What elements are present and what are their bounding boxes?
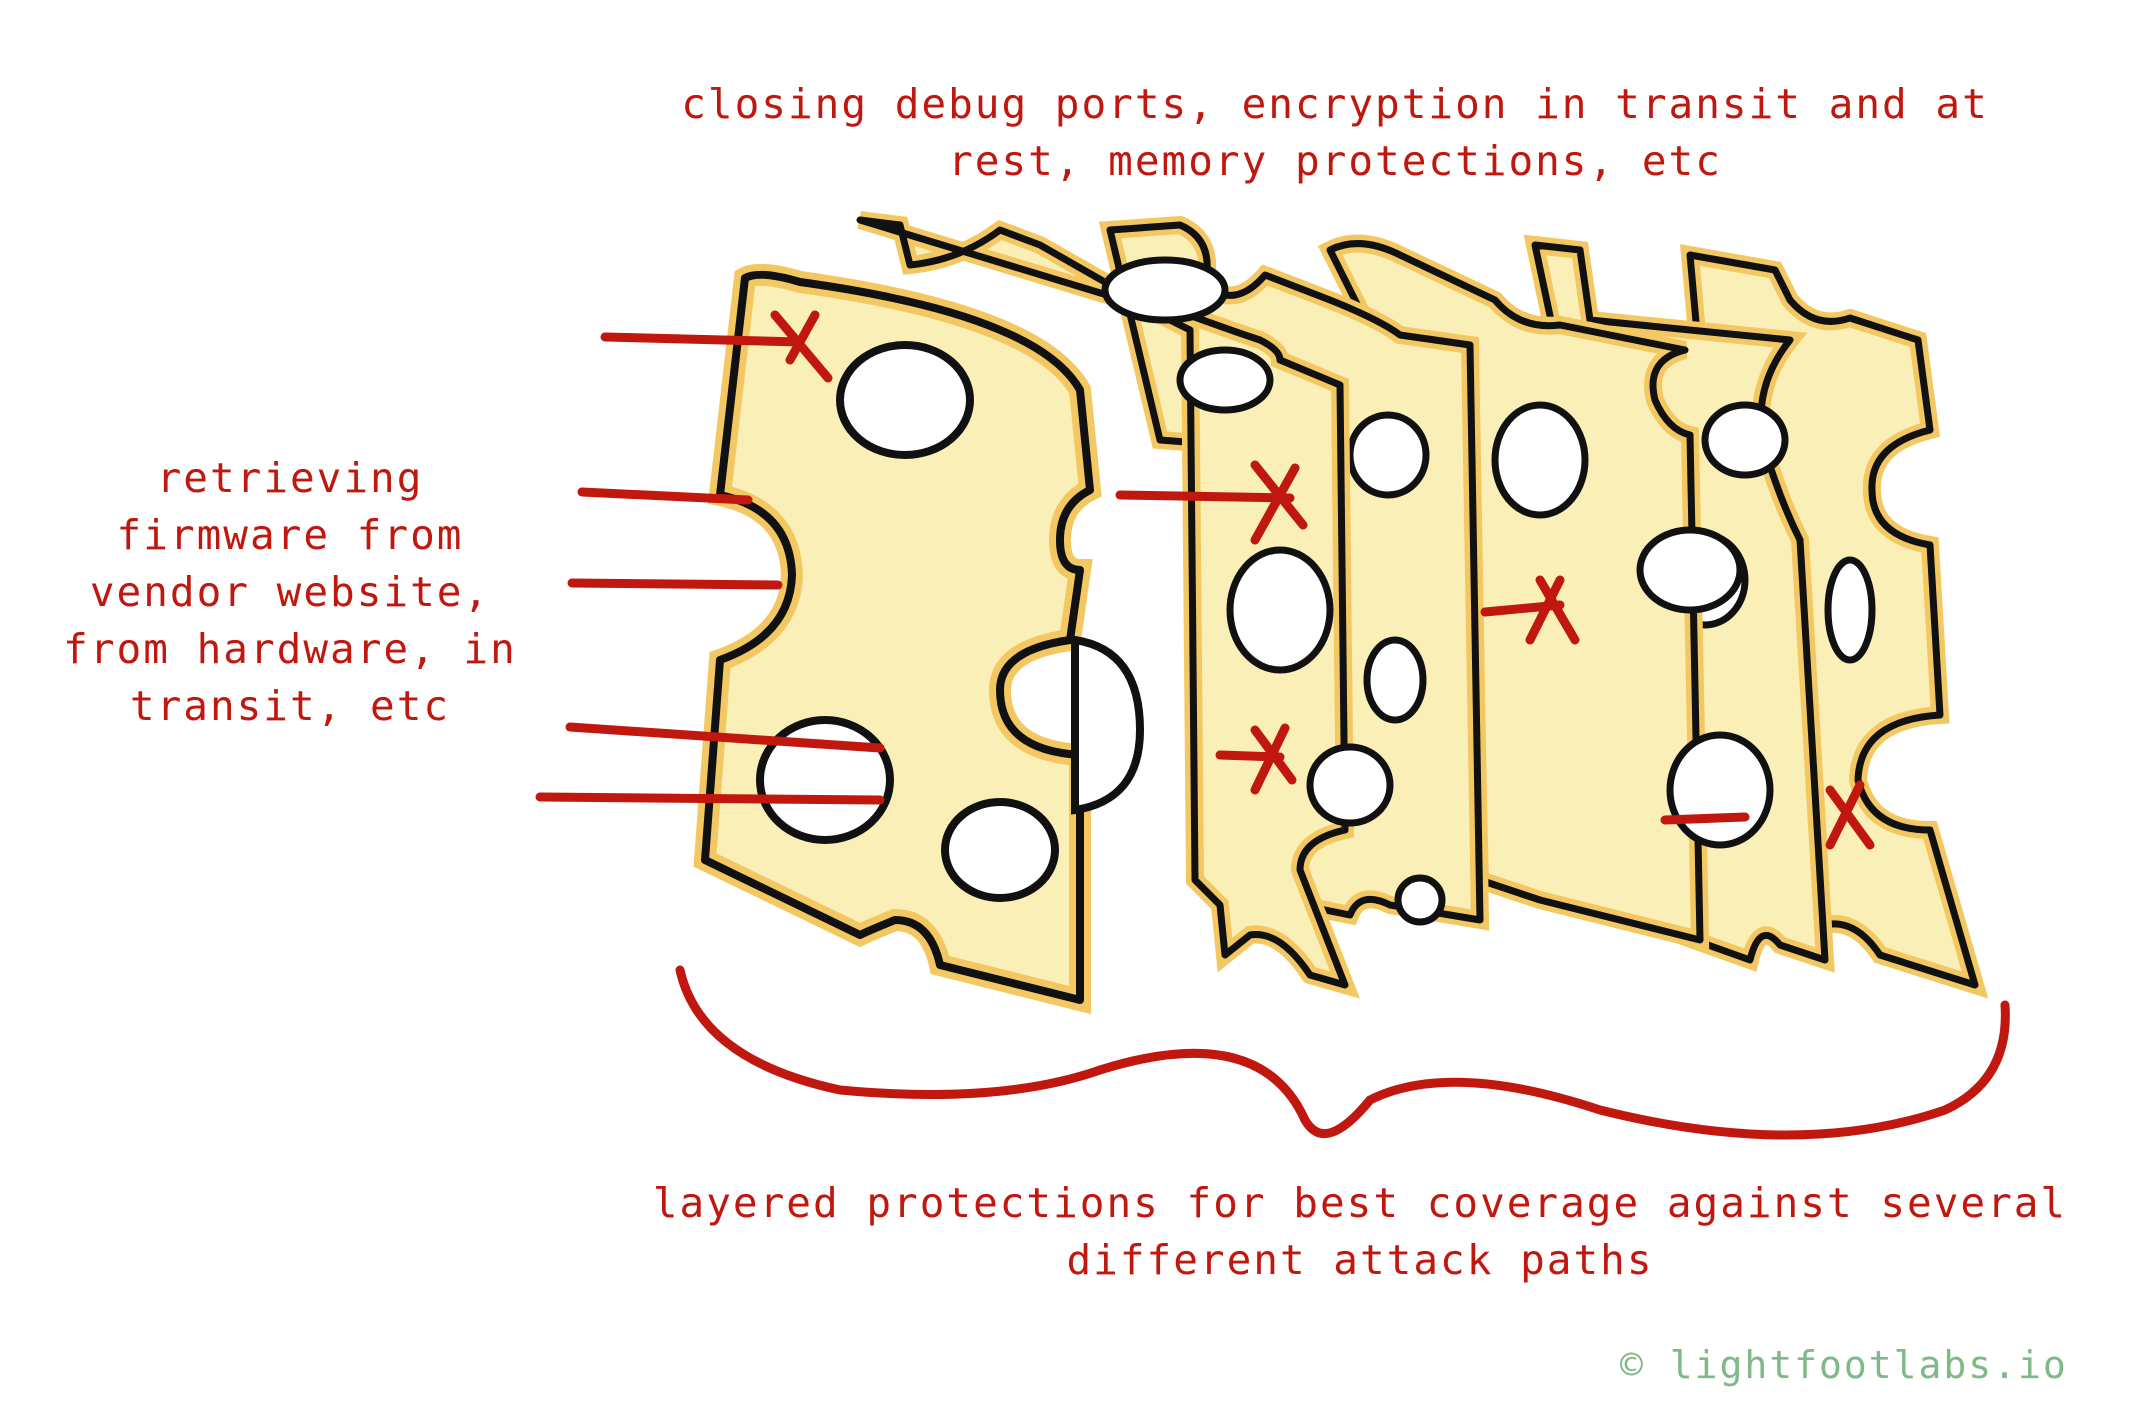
left-annotation-line-3: vendor website, [89, 568, 491, 616]
grouping-brace [675, 965, 2010, 1140]
cheese-slice-1-outline [701, 270, 1094, 1004]
cheese-slice-3-hole-3 [1394, 874, 1446, 926]
left-annotation-line-4: from hardware, in [63, 625, 517, 673]
cheese-slice-6-outline [1686, 251, 1979, 989]
cheese-slice-4-hole-3 [1666, 731, 1774, 849]
cheese-slice-2-hole-4 [1306, 743, 1394, 827]
cheese-slice-5-outline [1531, 241, 1829, 964]
left-annotation-line-5: transit, etc [129, 682, 451, 730]
cheese-slice-3-hole-2 [1363, 636, 1427, 724]
attack-path-1 [600, 332, 805, 347]
cheese-slice-4-outline [1326, 240, 1704, 944]
copyright-credit: © lightfootlabs.io [1620, 1343, 2068, 1387]
cheese-slice-1-hole-1 [836, 341, 974, 459]
cheese-slice-2 [856, 211, 1394, 999]
top-annotation-line-2: rest, memory protections, etc [948, 137, 1722, 185]
attack-paths [535, 332, 1750, 825]
attack-path-5 [535, 792, 885, 805]
blocked-mark-4-icon [1525, 575, 1580, 645]
cheese-slice-5-hole-1 [1701, 401, 1789, 479]
bottom-annotation-line-1: layered protections for best coverage ag… [652, 1179, 2068, 1227]
blocked-mark-2-icon [1250, 460, 1308, 545]
bottom-annotation-line-2: different attack paths [1066, 1236, 1654, 1284]
cheese-slice-1-hole-4 [1071, 635, 1145, 815]
cheese-slice-6-hole-1 [1824, 556, 1876, 664]
cheese-slice-1 [693, 263, 1145, 1015]
left-annotation-line-1: retrieving [156, 454, 424, 502]
cheese-slice-2-hole-1 [1101, 256, 1229, 324]
attack-path-2 [577, 487, 753, 505]
top-annotation: closing debug ports, encryption in trans… [620, 76, 2050, 190]
blocked-mark-1-icon [770, 310, 833, 383]
left-annotation: retrieving firmware from vendor website,… [40, 450, 540, 735]
cheese-slice-2-hole-3 [1226, 546, 1334, 674]
cheese-slice-2-hole-2 [1176, 346, 1274, 414]
top-annotation-line-1: closing debug ports, encryption in trans… [681, 80, 1989, 128]
cheese-slice-3-hole-1 [1346, 411, 1430, 499]
blocked-markers [770, 310, 1875, 850]
attack-path-9 [1660, 812, 1750, 825]
attack-path-6 [1115, 490, 1295, 503]
blocked-mark-3-icon [1250, 723, 1297, 795]
cheese-slice-3-outline [1106, 221, 1484, 924]
blocked-mark-5-icon [1825, 780, 1875, 850]
cheese-slice-4-hole-1 [1491, 401, 1589, 519]
attack-path-3 [567, 578, 783, 590]
cheese-slice-2-outline [856, 216, 1349, 989]
cheese-slice-1-hole-3 [941, 798, 1059, 902]
bottom-annotation: layered protections for best coverage ag… [640, 1175, 2080, 1289]
attack-path-4 [565, 722, 885, 753]
cheese-slice-4-hole-2 [1636, 526, 1744, 614]
left-annotation-line-2: firmware from [116, 511, 464, 559]
